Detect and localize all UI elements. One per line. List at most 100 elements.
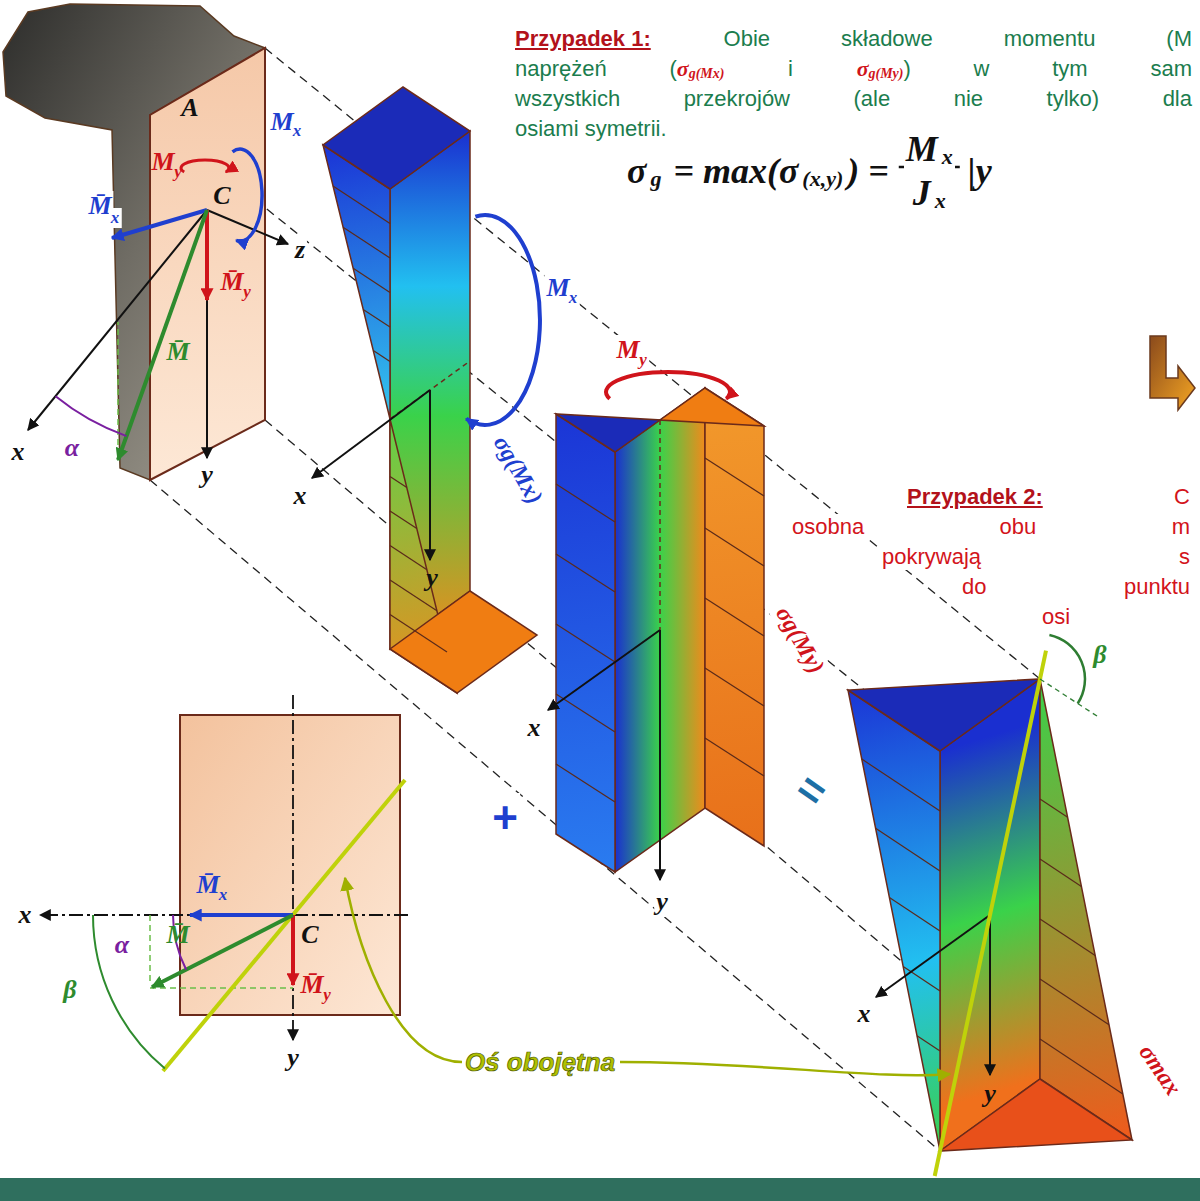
stress-label: σg(My) — [769, 600, 831, 680]
stress-hatch — [556, 624, 615, 662]
moment-vectors — [181, 160, 229, 172]
stress-hatch — [390, 546, 427, 570]
result-arrow-icon — [1150, 336, 1195, 410]
prism-mx-axes — [312, 390, 430, 478]
moment-subscript: y — [243, 282, 251, 302]
case-text: i — [788, 56, 793, 82]
prism-my-axes — [548, 372, 730, 880]
axis-label: z — [293, 235, 307, 265]
moment-label: M — [151, 147, 174, 177]
stress-prism-my — [556, 414, 660, 452]
moment-subscript: y — [323, 985, 331, 1005]
footer-band — [0, 1178, 1200, 1201]
stress-hatch — [556, 484, 615, 522]
beam-axes — [28, 210, 207, 430]
formula-subscript: (x,y) — [800, 166, 845, 192]
moment-vector-label: M̄ — [220, 267, 243, 297]
axis-label: y — [426, 563, 438, 593]
stress-hatch — [705, 738, 764, 776]
angle-label: α — [113, 930, 131, 960]
case-text: Obie składowe momentu (M — [724, 26, 1192, 52]
beam-axes — [117, 322, 119, 455]
case-text: osobna obu m — [790, 514, 1192, 540]
section-view — [163, 780, 405, 1071]
neutral-axis-label: Oś obojętna — [463, 1047, 617, 1078]
beam-axes — [28, 210, 288, 458]
stress-hatch — [1040, 799, 1068, 817]
point-label: C — [301, 920, 318, 950]
stress-hatch — [373, 351, 390, 362]
stress-hatch — [705, 598, 764, 636]
stress-prism-total — [848, 690, 940, 1151]
moment-vector-label: M̄ — [300, 970, 323, 1000]
axis-label: x — [856, 999, 873, 1029]
prism-total-axes — [1049, 635, 1085, 704]
stress-hatch — [353, 268, 390, 292]
operator-sign: = — [785, 761, 838, 819]
stress-hatch — [705, 458, 764, 496]
stress-symbol: σ — [677, 56, 689, 82]
footer-band — [0, 1178, 1200, 1201]
moment-vectors — [118, 210, 207, 460]
stress-hatch — [1040, 859, 1081, 887]
stress-symbol: σ — [857, 56, 869, 82]
moment-vectors — [233, 149, 263, 241]
angle-label: β — [1091, 640, 1108, 670]
stress-label: σg(Mx) — [487, 429, 550, 510]
stress-prism-total — [848, 679, 1040, 751]
stress-prism-my — [705, 388, 764, 846]
stress-hatch — [876, 828, 940, 871]
angle-label: α — [63, 433, 81, 463]
prism-total-axes — [935, 651, 1046, 1176]
stress-hatch — [343, 227, 390, 258]
section-view — [149, 915, 151, 985]
formula-term: J — [911, 172, 933, 214]
case-text: osi — [1040, 604, 1072, 630]
formula-subscript: x — [933, 188, 948, 214]
stress-hatch — [390, 615, 447, 652]
prism-total-axes — [1040, 679, 1100, 718]
stress-hatch — [333, 186, 390, 223]
stress-hatch — [390, 477, 407, 488]
prism-my-axes — [659, 630, 661, 880]
formula-term: |y — [966, 150, 994, 192]
case-text: naprężeń ( — [515, 56, 677, 82]
formula-term: M — [904, 128, 940, 170]
formula-term: σ — [625, 150, 648, 192]
beam-wall — [3, 4, 265, 480]
leader-lines — [345, 878, 950, 1075]
case-text: osiami symetrii. — [515, 116, 667, 142]
axis-label: x — [292, 481, 309, 511]
operator-sign: + — [490, 793, 520, 843]
prism-my-axes — [606, 372, 730, 399]
prism-total-axes — [876, 915, 990, 997]
moment-vector-label: M̄ — [166, 920, 189, 950]
stress-hatch — [390, 511, 417, 529]
moment-subscript: x — [567, 288, 580, 308]
point-label: A — [181, 93, 198, 123]
axis-label: x — [10, 437, 27, 467]
stress-hatch — [903, 967, 940, 991]
moment-vectors — [56, 396, 127, 436]
beam-cross-section — [150, 48, 265, 480]
stress-hatch — [862, 759, 1123, 1094]
stress-prism-total — [1040, 679, 1132, 1140]
prism-total-axes — [876, 635, 1100, 1176]
section-view — [93, 915, 165, 1069]
axis-label: y — [199, 460, 215, 490]
stress-hatch — [556, 554, 615, 592]
stress-hatch — [917, 1036, 940, 1051]
prism-mx-axes — [312, 215, 540, 560]
stress-subscript: g(Mx) — [689, 66, 725, 82]
moment-vectors — [205, 210, 209, 300]
section-view — [180, 715, 400, 1015]
case-text: wszystkich przekrojów (ale nie tylko) dl… — [515, 86, 1192, 112]
stress-subscript: g(My) — [869, 66, 904, 82]
formula-subscript: x — [940, 144, 955, 170]
beam-axes — [206, 210, 208, 458]
leader-lines — [345, 878, 462, 1062]
stress-hatch — [363, 309, 390, 327]
stress-prism-mx — [390, 591, 537, 693]
